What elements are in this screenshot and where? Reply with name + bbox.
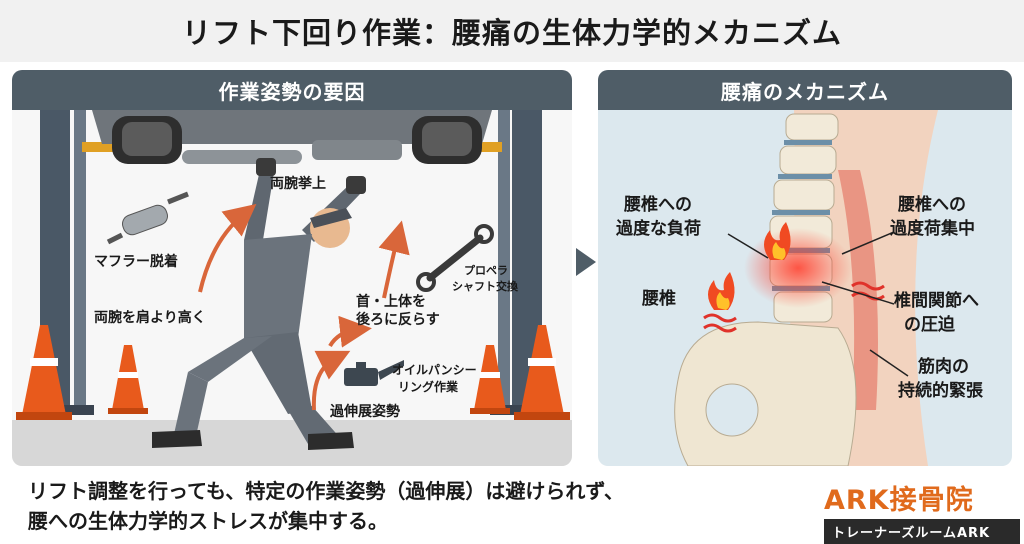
label-lumbar-load-line2: 過度な負荷: [616, 218, 701, 239]
page-title: リフト下回り作業：腰痛の生体力学的メカニズム: [181, 16, 842, 50]
traffic-cone-right-back: [470, 345, 510, 414]
traffic-cone-right: [514, 325, 570, 420]
label-facet-line2: の圧迫: [904, 314, 956, 335]
label-propeller-line1: プロペラ: [464, 263, 508, 277]
spine-illustration: 腰椎への 過度な負荷 腰椎 腰椎への 過度荷集中 椎間関節へ の圧迫 筋肉の 持…: [616, 110, 984, 466]
label-concentrated-line1: 腰椎への: [898, 194, 966, 215]
muscle-band: [838, 170, 878, 410]
work-posture-panel: 作業姿勢の要因: [12, 70, 572, 466]
leader-facet: [821, 281, 895, 305]
label-lumbar-load-line1: 腰椎への: [624, 194, 692, 215]
pain-wave-right: [851, 281, 885, 291]
flame-icon-left: [708, 272, 735, 310]
car-underside: [92, 110, 492, 164]
arrow-raise-arms-right: [378, 220, 410, 299]
label-oilpan-line1: オイルパンシー: [392, 363, 477, 377]
caption-line2: 腰への生体力学的ストレスが集中する。: [28, 509, 388, 533]
arrow-raise-arms-left: [198, 203, 257, 293]
mechanism-heading: 腰痛のメカニズム: [598, 70, 1012, 110]
work-posture-illustration: 両腕挙上 マフラー脱着 プロペラ シャフト交換 両腕を肩より高く 首・上体を 後…: [12, 110, 572, 466]
label-propeller-line2: シャフト交換: [452, 279, 519, 293]
traffic-cone-left: [16, 325, 72, 420]
label-neck-line2: 後ろに反らす: [356, 311, 440, 328]
label-concentrated-line2: 過度荷集中: [890, 218, 975, 239]
label-facet-line1: 椎間関節へ: [893, 290, 979, 311]
logo-sub: トレーナーズルームARK: [824, 519, 1020, 544]
label-raise-both-arms: 両腕挙上: [270, 175, 326, 192]
arrow-lean-back: [328, 315, 372, 348]
label-oilpan-line2: リング作業: [398, 379, 459, 394]
flame-icon-center: [764, 222, 791, 260]
label-arms-above-shoulder: 両腕を肩より高く: [94, 309, 206, 326]
caption: リフト調整を行っても、特定の作業姿勢（過伸展）は避けられず、 腰への生体力学的ス…: [28, 476, 624, 536]
caption-line1: リフト調整を行っても、特定の作業姿勢（過伸展）は避けられず、: [28, 479, 624, 503]
muffler-icon: [106, 191, 189, 245]
flow-arrow-icon: [576, 248, 596, 276]
arrow-hyperextension: [311, 350, 351, 411]
leader-lumbar-load: [727, 233, 769, 259]
label-muffler: マフラー脱着: [94, 253, 178, 270]
oil-can-icon: [344, 360, 404, 386]
clinic-logo: ARK接骨院 トレーナーズルームARK: [824, 478, 1020, 544]
pain-wave-left: [703, 313, 737, 323]
title-bar: リフト下回り作業：腰痛の生体力学的メカニズム: [0, 0, 1024, 62]
mechanic-figure: [152, 158, 366, 450]
label-lumbar: 腰椎: [642, 288, 676, 309]
wrench-icon: [416, 224, 494, 292]
label-hyperextension: 過伸展姿勢: [329, 403, 400, 420]
leader-concentrated: [841, 231, 895, 255]
work-posture-heading: 作業姿勢の要因: [12, 70, 572, 110]
pain-highlight: [744, 228, 852, 308]
mechanism-panel: 腰痛のメカニズム: [598, 70, 1012, 466]
logo-main: ARK接骨院: [824, 485, 974, 516]
pelvis: [674, 321, 857, 466]
traffic-cone-left-back: [108, 345, 148, 414]
leader-muscle: [869, 349, 909, 377]
label-neck-line1: 首・上体を: [356, 293, 426, 310]
pain-wave-left-2: [703, 323, 737, 333]
label-muscle-line1: 筋肉の: [917, 356, 969, 377]
label-muscle-line2: 持続的緊張: [898, 380, 984, 401]
